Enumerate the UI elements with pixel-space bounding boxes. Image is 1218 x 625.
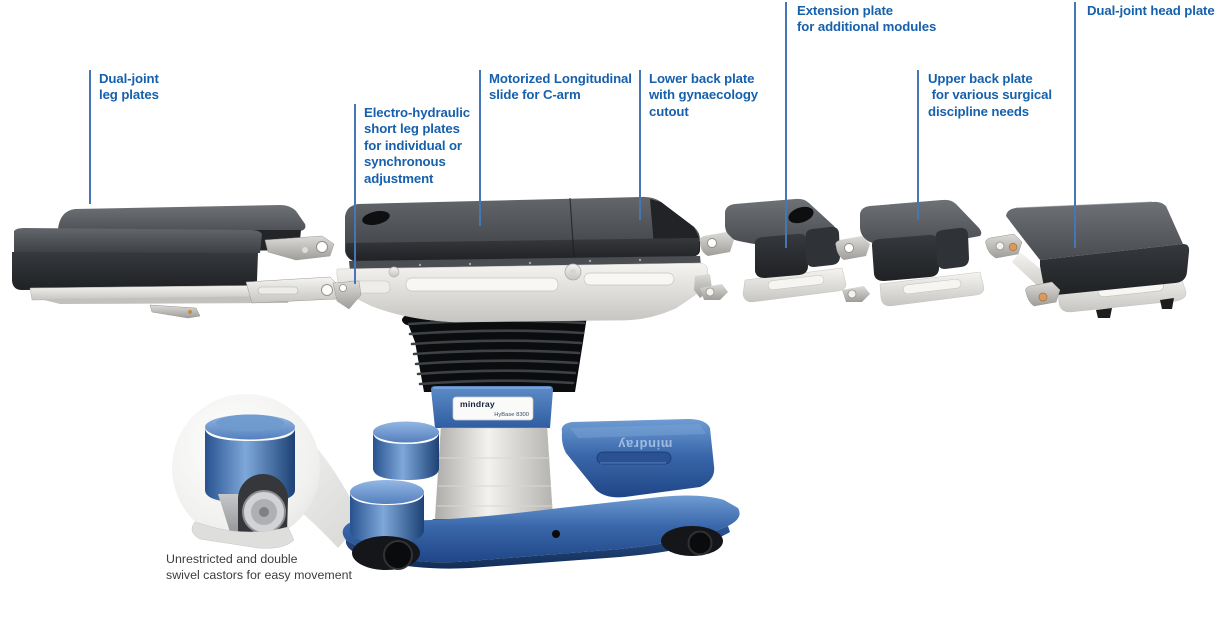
bellows-column xyxy=(402,314,587,392)
upper-back-plate-hooks xyxy=(835,236,870,302)
head-plate-joints xyxy=(985,233,1061,307)
release-lever xyxy=(149,304,201,319)
label-dual-joint-leg-plates: Dual-joint leg plates xyxy=(99,71,159,103)
main-table-illustration: mindray HyBase 8300 mindray xyxy=(332,196,740,570)
castor-detail-inset xyxy=(172,394,362,549)
leg-plate-hooks xyxy=(245,235,341,304)
brand-plate: mindray HyBase 8300 xyxy=(452,396,534,421)
base-wheels xyxy=(352,526,723,570)
upper-back-plate-illustration xyxy=(835,199,985,307)
swivel-castor-icon xyxy=(191,414,295,549)
model-text: HyBase 8300 xyxy=(494,412,529,418)
leader-line-lower-back-plate xyxy=(639,70,641,220)
label-electro-hydraulic-short-leg-plates: Electro-hydraulic short leg plates for i… xyxy=(364,105,471,186)
leader-line-head-plate xyxy=(1074,2,1076,248)
telescoping-column xyxy=(434,427,554,522)
dual-joint-head-plate-illustration xyxy=(985,201,1190,318)
leader-line-upper-back-plate xyxy=(917,70,919,220)
table-base: mindray xyxy=(342,419,740,570)
hinge-dot-lower xyxy=(1038,292,1048,302)
longitudinal-slide-frame xyxy=(332,262,712,323)
label-dual-joint-head-plate: Dual-joint head plate xyxy=(1087,3,1215,18)
base-right-block: mindray xyxy=(561,419,715,498)
brand-text: mindray xyxy=(460,399,495,409)
extension-plate-illustration xyxy=(699,198,847,303)
leader-line-electro-hydraulic xyxy=(354,104,356,284)
dual-joint-leg-plates-illustration xyxy=(12,205,341,319)
leader-line-dual-joint-leg-plates xyxy=(89,70,91,204)
extension-plate-hooks xyxy=(699,232,734,300)
label-extension-plate: Extension plate for additional modules xyxy=(797,3,937,35)
label-lower-back-plate: Lower back plate with gynaecology cutout xyxy=(649,71,759,119)
leader-line-motorized-slide xyxy=(479,70,481,226)
leader-line-extension-plate xyxy=(785,2,787,248)
label-upper-back-plate: Upper back plate for various surgical di… xyxy=(928,71,1052,119)
hinge-dot-upper xyxy=(1008,242,1018,252)
label-castors-caption: Unrestricted and double swivel castors f… xyxy=(166,552,352,582)
base-brand-text: mindray xyxy=(617,437,672,452)
label-motorized-longitudinal-slide: Motorized Longitudinal slide for C-arm xyxy=(489,71,632,103)
